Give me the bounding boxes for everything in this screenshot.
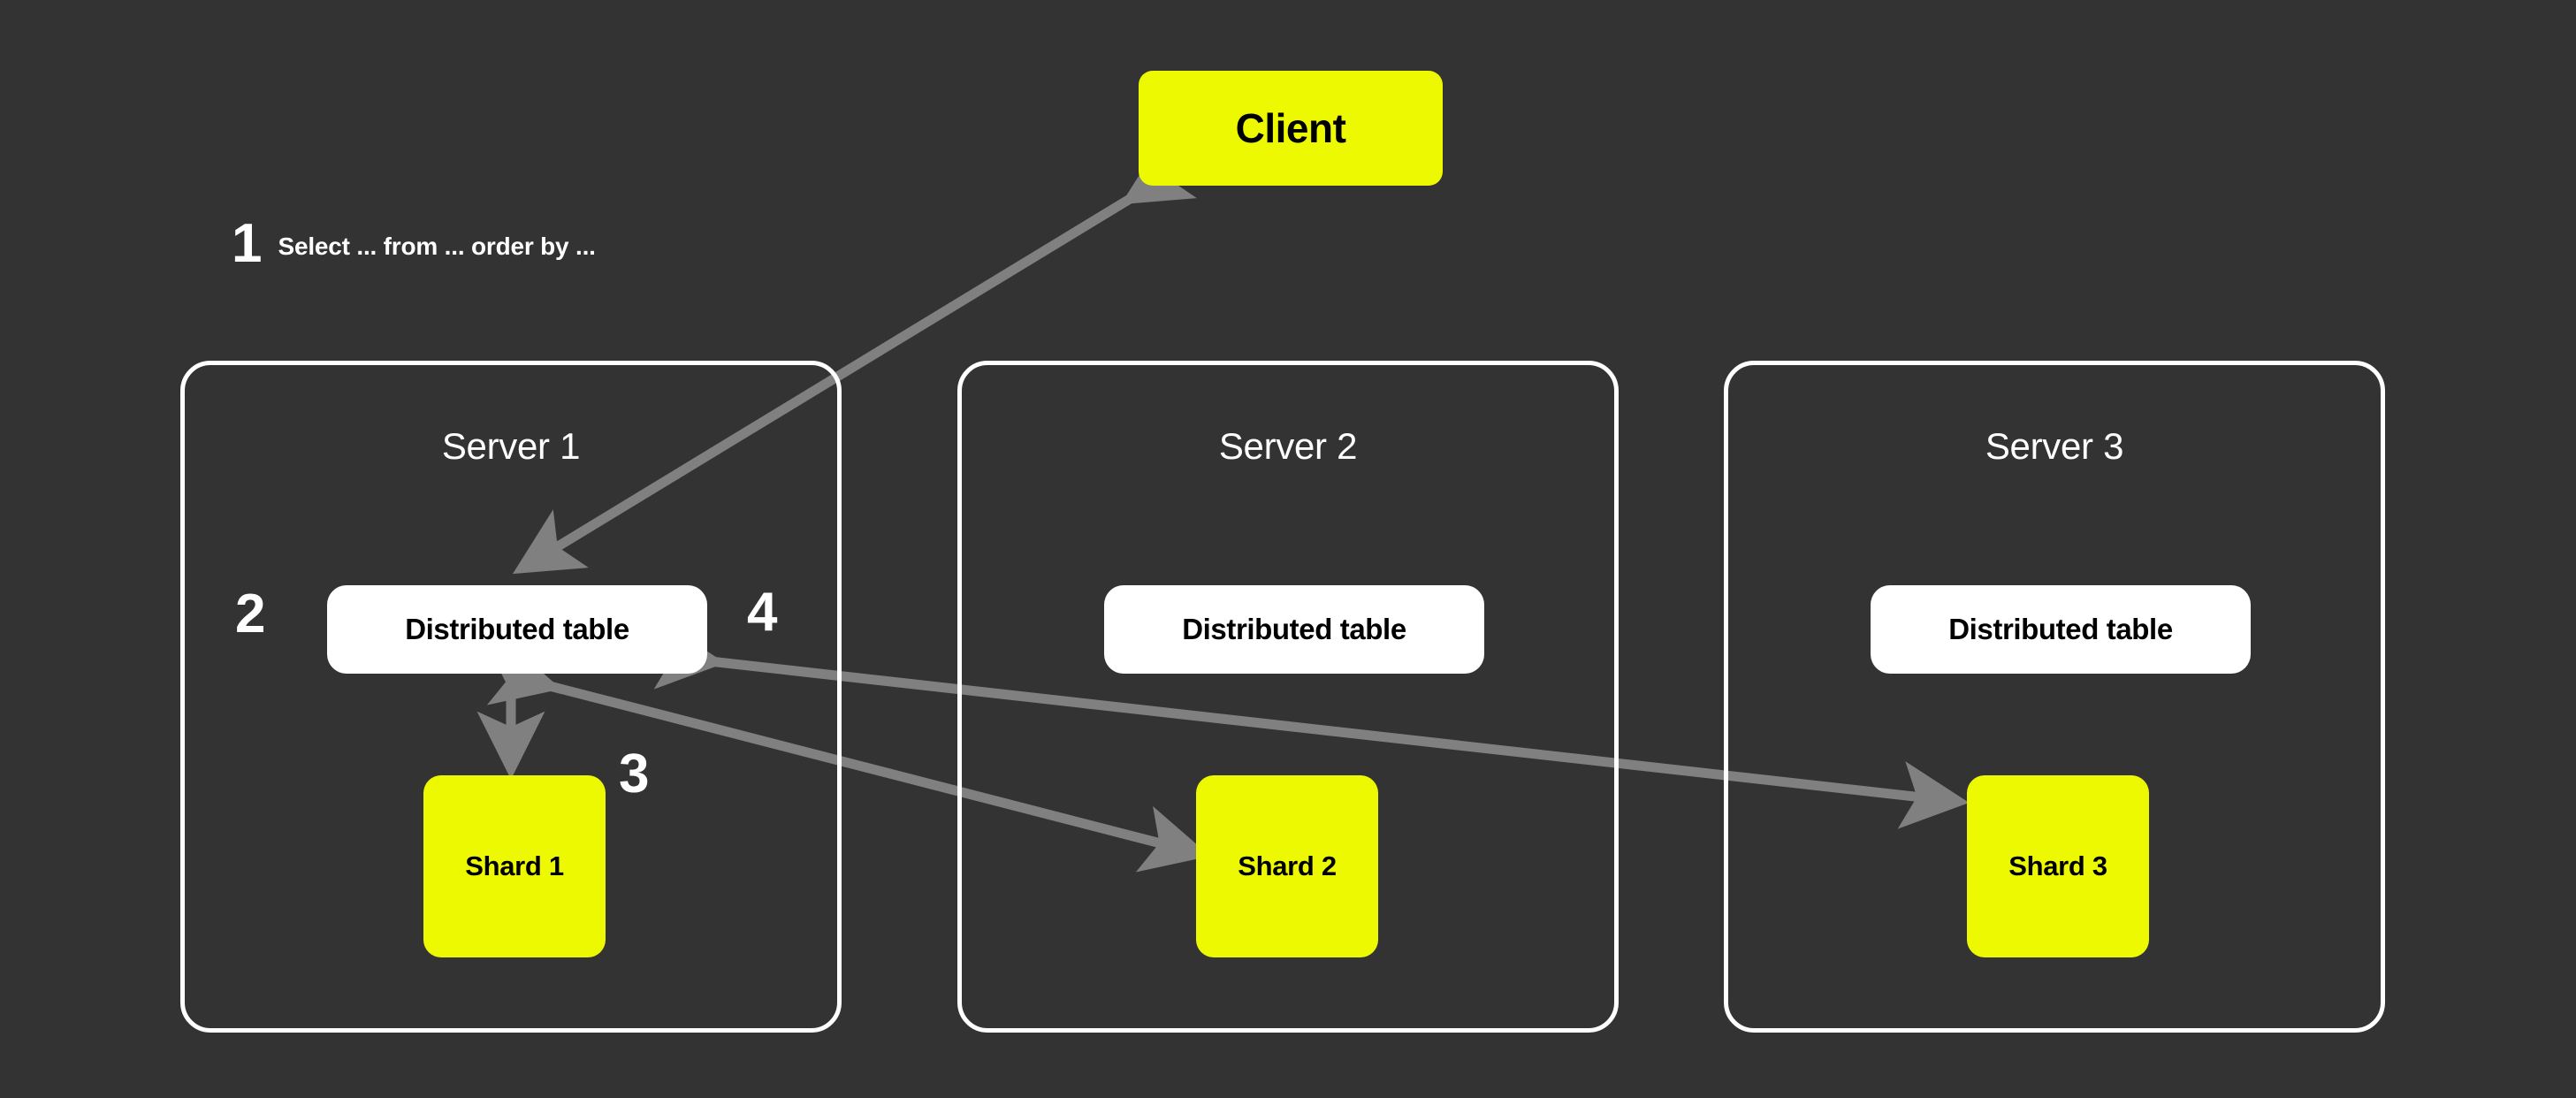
client-node[interactable]: Client xyxy=(1139,71,1443,186)
server-3-shard[interactable]: Shard 3 xyxy=(1967,775,2149,957)
server-2-title: Server 2 xyxy=(1218,425,1358,467)
server-panel-2: Server 2 Distributed table Shard 2 xyxy=(957,361,1619,1033)
server-3-distributed-table-label: Distributed table xyxy=(1948,613,2173,645)
server-2-distributed-table[interactable]: Distributed table xyxy=(1104,585,1484,674)
server-1-distributed-table-label: Distributed table xyxy=(405,613,629,645)
server-1-title: Server 1 xyxy=(441,425,581,467)
step-2-number: 2 xyxy=(235,583,266,644)
server-3-title: Server 3 xyxy=(1985,425,2124,467)
server-1-distributed-table[interactable]: Distributed table xyxy=(327,585,707,674)
server-2-shard-label: Shard 2 xyxy=(1238,850,1337,881)
server-2-shard[interactable]: Shard 2 xyxy=(1196,775,1378,957)
server-2-distributed-table-label: Distributed table xyxy=(1182,613,1406,645)
client-label: Client xyxy=(1235,105,1346,151)
step-4-number: 4 xyxy=(747,582,778,643)
server-1-shard[interactable]: Shard 1 xyxy=(423,775,606,957)
server-panel-1: Server 1 Distributed table Shard 1 xyxy=(180,361,842,1033)
server-3-distributed-table[interactable]: Distributed table xyxy=(1871,585,2251,674)
server-panel-3: Server 3 Distributed table Shard 3 xyxy=(1724,361,2385,1033)
server-3-shard-label: Shard 3 xyxy=(2008,850,2107,881)
step-1-number: 1 xyxy=(232,213,263,274)
step-3-number: 3 xyxy=(619,743,650,804)
server-1-shard-label: Shard 1 xyxy=(465,850,564,881)
step-1-query-text: Select ... from ... order by ... xyxy=(278,233,596,260)
step-1-caption: 1 Select ... from ... order by ... xyxy=(232,217,596,271)
